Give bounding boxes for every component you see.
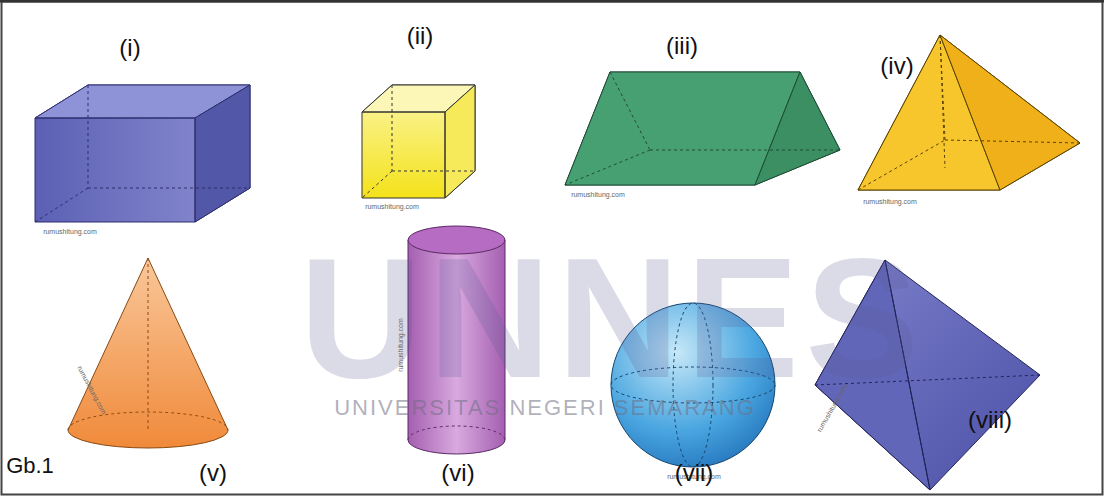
cube [362, 85, 475, 198]
triangular-prism [565, 72, 840, 185]
figure-number: (iv) [880, 54, 913, 78]
figure-number: (ii) [407, 24, 434, 48]
figure-number: (vii) [675, 461, 714, 485]
cuboid [35, 85, 250, 222]
figure-caption: Gb.1 [6, 455, 54, 477]
square-pyramid [858, 35, 1080, 190]
figure-number: (viii) [968, 408, 1012, 432]
figure-number: (v) [199, 461, 227, 485]
figure-number: (i) [119, 36, 140, 60]
watermark-text: rumushitung.com [397, 318, 404, 372]
watermark-text: rumushitung.com [365, 203, 419, 210]
watermark-text: rumushitung.com [863, 198, 917, 205]
cone [68, 258, 228, 448]
figure-number: (vi) [441, 461, 474, 485]
watermark-text: UNIVERSITAS NEGERI SEMARANG [334, 397, 756, 419]
watermark-text: rumushitung.com [571, 191, 625, 198]
watermark-text: rumushitung.com [43, 228, 97, 235]
watermark-logo: UNNES [299, 233, 924, 403]
figure-number: (iii) [666, 34, 698, 58]
